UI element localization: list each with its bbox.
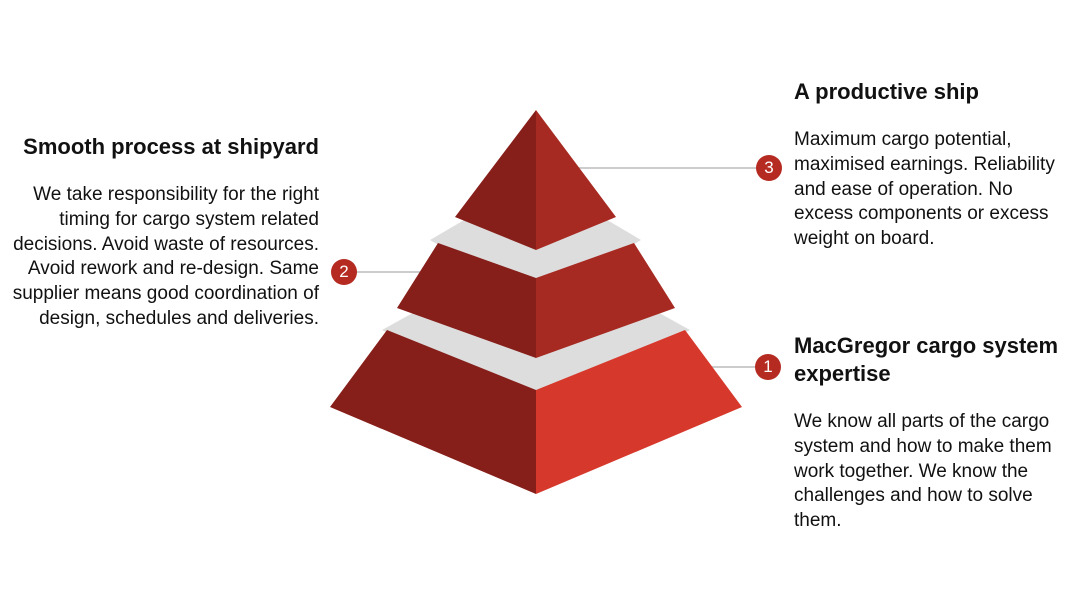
level-1-title: MacGregor cargo system expertise bbox=[794, 333, 1059, 386]
level-1-text-block: MacGregor cargo system expertise We know… bbox=[794, 332, 1064, 534]
level-1-description: We know all parts of the cargo system an… bbox=[794, 411, 1052, 532]
level-3-text-block: A productive ship Maximum cargo potentia… bbox=[794, 78, 1064, 252]
tier-3-left-face bbox=[455, 110, 536, 250]
tier-2-left-face bbox=[397, 243, 536, 358]
level-badge-3: 3 bbox=[756, 155, 782, 181]
level-2-description: We take responsibility for the right tim… bbox=[12, 184, 319, 329]
level-3-description: Maximum cargo potential, maximised earni… bbox=[794, 129, 1055, 250]
level-badge-1: 1 bbox=[755, 354, 781, 380]
level-2-title: Smooth process at shipyard bbox=[23, 134, 319, 159]
tier-1-right-face bbox=[536, 330, 742, 494]
tier-3-right-face bbox=[536, 110, 616, 250]
level-badge-2: 2 bbox=[331, 259, 357, 285]
tier-2-right-face bbox=[536, 243, 675, 358]
tier-1-left-face bbox=[330, 330, 536, 494]
level-3-title: A productive ship bbox=[794, 79, 979, 104]
level-2-text-block: Smooth process at shipyard We take respo… bbox=[8, 133, 319, 332]
